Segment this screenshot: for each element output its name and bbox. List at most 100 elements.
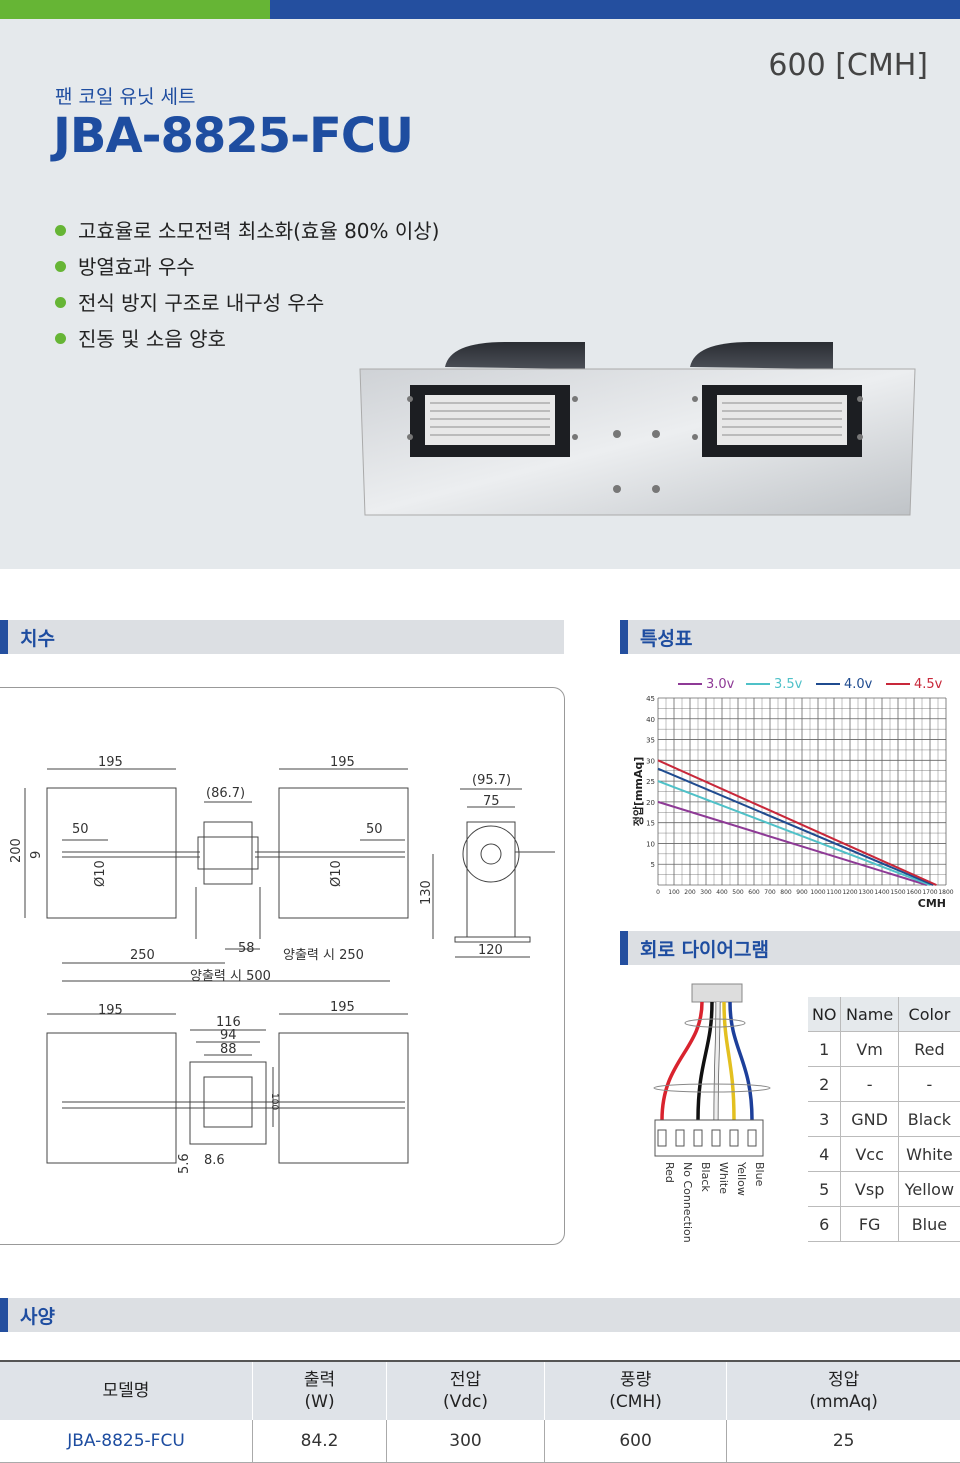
connector-pin (747, 1129, 757, 1147)
section-characteristics: 특성표 (620, 620, 960, 654)
section-accent (620, 620, 628, 654)
dim-label: 195 (330, 1000, 355, 1015)
y-tick-label: 5 (651, 861, 655, 869)
feature-item: 전식 방지 구조로 내구성 우수 (55, 287, 440, 323)
legend-label: 3.5v (774, 677, 803, 692)
connector-top (691, 983, 743, 1003)
dim-label: Ø10 (93, 860, 108, 887)
pin-cell: Vcc (840, 1136, 899, 1172)
dim-label: 5.6 (177, 1153, 192, 1174)
x-tick-label: 1500 (890, 889, 905, 896)
wire (714, 1001, 720, 1121)
dim-label: 200 (9, 838, 24, 863)
pin-header: Name (840, 997, 899, 1032)
product-image (359, 342, 916, 516)
top-bar-green (0, 0, 270, 19)
dim-label: 195 (98, 755, 123, 770)
dim-label: 100 (269, 1093, 279, 1110)
spec-header: 풍량(CMH) (543, 1360, 727, 1420)
spec-header: 출력(W) (251, 1360, 387, 1420)
bullet-icon (55, 333, 66, 344)
x-tick-label: 1400 (874, 889, 889, 896)
cable-tie (684, 1018, 746, 1028)
feature-item: 진동 및 소음 양호 (55, 323, 440, 359)
section-accent (0, 1298, 8, 1332)
spec-table: 모델명 출력(W) 전압(Vdc) 풍량(CMH) 정압(mmAq) JBA-8… (0, 1360, 960, 1463)
y-tick-label: 25 (646, 778, 655, 786)
dimension-frame (0, 687, 565, 1245)
pin-cell: - (840, 1066, 899, 1102)
pin-cell: GND (840, 1101, 899, 1137)
dim-label: 양출력 시 500 (190, 969, 271, 984)
dim-label: 58 (238, 941, 255, 956)
pin-cell: Yellow (898, 1171, 960, 1207)
x-axis-label: CMH (918, 897, 946, 910)
legend-label: 4.5v (914, 677, 943, 692)
table-row: 2-- (808, 1066, 960, 1102)
product-subtitle: 팬 코일 유닛 세트 (55, 86, 196, 108)
y-tick-label: 10 (646, 840, 655, 848)
wire (660, 1001, 704, 1121)
pin-cell: 4 (808, 1136, 842, 1172)
section-accent (0, 620, 8, 654)
dim-label: 75 (483, 794, 500, 809)
spec-cell: 84.2 (251, 1420, 387, 1463)
pin-cell: FG (840, 1206, 899, 1242)
spec-cell: 600 (543, 1420, 727, 1463)
wire-label: Yellow (735, 1161, 748, 1196)
pin-cell: 5 (808, 1171, 842, 1207)
y-tick-label: 20 (646, 799, 655, 807)
dim-label: 9 (29, 851, 44, 859)
series-line (657, 780, 931, 886)
table-row: JBA-8825-FCU 84.2 300 600 25 (0, 1420, 960, 1463)
top-bar-blue (270, 0, 960, 19)
dim-label: (95.7) (472, 773, 511, 788)
dim-label: 50 (366, 822, 383, 837)
pin-header: NO (808, 997, 842, 1032)
dim-label: 8.6 (204, 1153, 225, 1168)
legend-label: 3.0v (706, 677, 735, 692)
x-tick-label: 800 (780, 889, 792, 896)
section-title: 사양 (20, 1306, 55, 1328)
section-circuit: 회로 다이어그램 (620, 931, 960, 965)
x-tick-label: 1700 (922, 889, 937, 896)
spec-header: 모델명 (0, 1360, 253, 1420)
connector-pin (693, 1129, 703, 1147)
pin-cell: 1 (808, 1031, 842, 1067)
pin-cell: 2 (808, 1066, 842, 1102)
x-tick-label: 1300 (858, 889, 873, 896)
section-title: 회로 다이어그램 (640, 939, 769, 961)
x-tick-label: 1200 (842, 889, 857, 896)
wire (722, 1001, 736, 1121)
connector-pin (729, 1129, 739, 1147)
y-axis-label: 정압[mmAq] (631, 757, 645, 827)
section-dimensions: 치수 (0, 620, 564, 654)
wire (728, 1001, 754, 1121)
cable-tie (653, 1083, 771, 1093)
connector-pin (711, 1129, 721, 1147)
pin-cell: Black (898, 1101, 960, 1137)
section-title: 치수 (20, 628, 55, 650)
feature-list: 고효율로 소모전력 최소화(효율 80% 이상) 방열효과 우수 전식 방지 구… (55, 215, 440, 359)
wire-label: White (717, 1162, 730, 1194)
y-tick-label: 35 (646, 737, 655, 745)
section-accent (620, 931, 628, 965)
pin-cell: Vsp (840, 1171, 899, 1207)
pin-cell: - (898, 1066, 960, 1102)
dim-label: 88 (220, 1042, 237, 1057)
dim-label: 130 (419, 880, 434, 905)
series-line (657, 800, 928, 886)
x-tick-label: 100 (668, 889, 680, 896)
dim-label: 250 (130, 948, 155, 963)
feature-item: 방열효과 우수 (55, 251, 440, 287)
x-tick-label: 1100 (826, 889, 841, 896)
x-tick-label: 500 (732, 889, 744, 896)
x-tick-label: 300 (700, 889, 712, 896)
product-model: JBA-8825-FCU (53, 108, 414, 164)
spec-header: 정압(mmAq) (726, 1360, 960, 1420)
y-tick-label: 45 (646, 695, 655, 703)
